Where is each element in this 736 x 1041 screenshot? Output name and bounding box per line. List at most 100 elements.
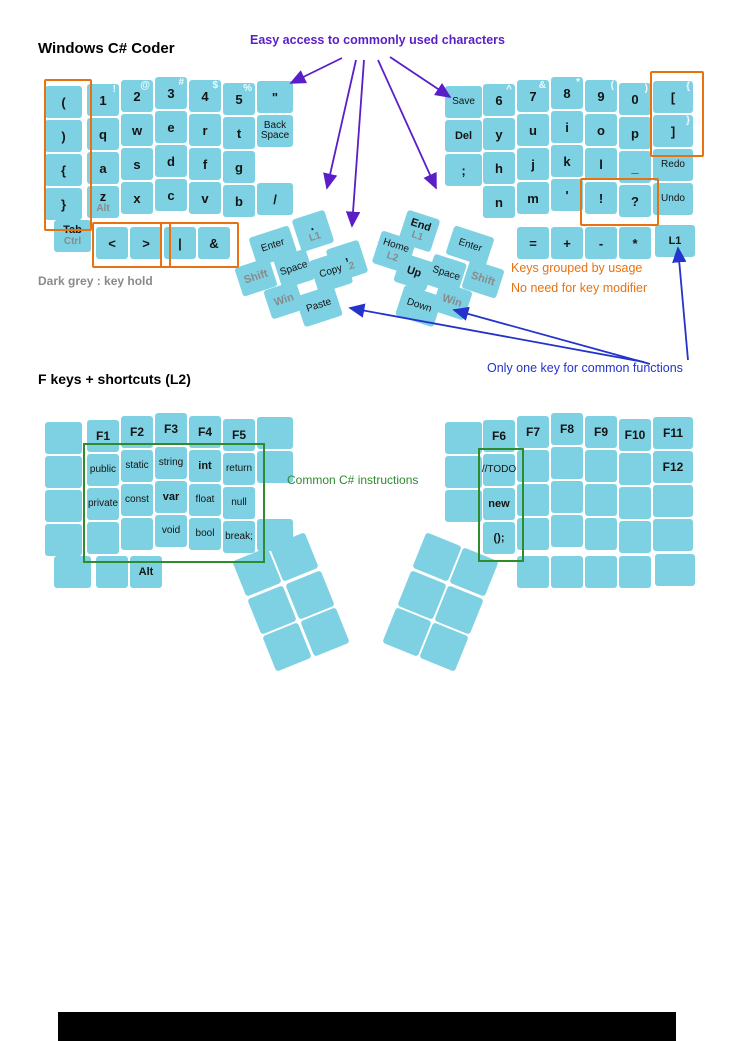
key-label: | (178, 235, 182, 251)
key-label: g (235, 159, 243, 175)
key-k: k (551, 145, 583, 177)
key-label: F12 (662, 460, 684, 474)
key-f10: F10 (619, 419, 651, 451)
key-blank (445, 456, 482, 488)
key-label: n (495, 194, 503, 210)
key-label: } (60, 196, 67, 212)
key-blank (551, 447, 583, 479)
key-bool: bool (189, 518, 221, 550)
key-label: F6 (491, 429, 506, 443)
key-label: F10 (624, 428, 646, 442)
hold-function-label: L2 (385, 249, 400, 265)
key-label: F2 (129, 425, 144, 439)
shift-symbol-label: ^ (506, 84, 512, 95)
key-label: 4 (201, 88, 209, 104)
key-2: @2 (121, 80, 153, 112)
key-label: F1 (95, 429, 110, 443)
annotation-easy-access: Easy access to commonly used characters (250, 33, 505, 47)
highlight-csharp-keywords-box (83, 443, 265, 563)
shift-symbol-label: % (243, 83, 252, 94)
key-label: F3 (163, 422, 178, 436)
shift-symbol-label: ) (644, 83, 648, 94)
key-double-quote: " (257, 81, 293, 113)
key-public: public (87, 454, 119, 486)
key-label: F4 (197, 425, 212, 439)
key-j: j (517, 148, 549, 180)
key-v: v (189, 182, 221, 214)
key-label: 5 (235, 91, 243, 107)
annotation-keys-grouped-line1: Keys grouped by usage (511, 261, 643, 275)
key-blank (653, 519, 693, 551)
key-blank (551, 515, 583, 547)
key-const: const (121, 484, 153, 516)
key-label: float (195, 493, 215, 505)
key-label: Undo (661, 192, 685, 204)
key-label: & (209, 235, 219, 251)
key-label: y (495, 126, 503, 142)
key-label: Back Space (260, 119, 290, 141)
key-label: x (133, 190, 141, 206)
annotation-keys-grouped-line2: No need for key modifier (511, 281, 648, 295)
key-label: m (527, 190, 539, 206)
key-label: 6 (495, 92, 503, 108)
key-undo: Undo (653, 183, 693, 215)
blue-annotation-arrow (672, 246, 689, 361)
highlight-angle-keys-box (92, 222, 171, 268)
key-minus: - (585, 227, 617, 259)
key-null: null (223, 487, 255, 519)
key-9: (9 (585, 80, 617, 112)
key-less-than: < (96, 227, 128, 259)
key-redo: Redo (653, 149, 693, 181)
key-f6: F6 (483, 420, 515, 452)
key-label: ( (61, 94, 66, 110)
key-label: i (565, 119, 569, 135)
key-l1: L1 (655, 225, 695, 257)
key-ampersand: & (198, 227, 230, 259)
bottom-black-bar (58, 1012, 676, 1041)
key-del: Del (445, 120, 482, 152)
key-label: Save (452, 95, 475, 107)
key-save: Save (445, 86, 482, 118)
key-o: o (585, 114, 617, 146)
key-parens-semicolon: (); (483, 522, 515, 554)
key-private: private (87, 488, 119, 520)
key-close-bracket: }] (653, 115, 693, 147)
key-label: null (231, 496, 247, 508)
hold-function-label: Win (440, 292, 464, 310)
key-label: F8 (559, 422, 574, 436)
shift-symbol-label: & (538, 80, 546, 91)
key-blank (655, 554, 695, 586)
key-label: _ (631, 159, 639, 175)
key-back-space: Back Space (257, 115, 293, 147)
key-label: r (202, 122, 208, 138)
key-int: int (189, 450, 221, 482)
key-blank (619, 521, 651, 553)
key-label: var (162, 490, 180, 503)
key-f12: F12 (653, 451, 693, 483)
key-label: return (225, 462, 253, 474)
key-f8: F8 (551, 413, 583, 445)
key-b: b (223, 185, 255, 217)
key-var: var (155, 481, 187, 513)
key-label: t (236, 125, 242, 141)
key-label: Copy (317, 262, 344, 281)
key-close-paren: ) (45, 120, 82, 152)
key-label: - (598, 235, 604, 251)
key-semicolon: ; (445, 154, 482, 186)
key-label: Alt (138, 565, 154, 578)
key-f3: F3 (155, 413, 187, 445)
key-label: Del (454, 129, 473, 142)
key-blank (45, 490, 82, 522)
shift-symbol-label: ! (112, 84, 116, 95)
key-label: w (131, 122, 143, 138)
shift-symbol-label: @ (140, 80, 150, 91)
key-e: e (155, 111, 187, 143)
key-asterisk: * (619, 227, 651, 259)
annotation-csharp-instructions: Common C# instructions (287, 473, 419, 487)
key-7: &7 (517, 80, 549, 112)
key-8: *8 (551, 77, 583, 109)
key-f1: F1 (87, 420, 119, 452)
key-blank (45, 524, 82, 556)
key-label: [ (670, 89, 676, 105)
